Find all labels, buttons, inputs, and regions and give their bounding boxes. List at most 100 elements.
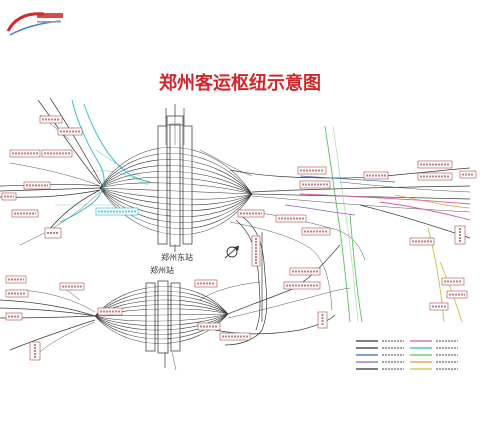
place-label-box — [454, 225, 466, 245]
east-hub-track — [99, 187, 253, 212]
place-label-box — [275, 214, 307, 223]
zhengzhou-east-hub-tracks — [99, 147, 253, 235]
place-label-box — [59, 282, 85, 291]
track-line — [19, 289, 96, 313]
place-label-box — [237, 209, 265, 218]
place-label-box — [57, 127, 83, 136]
colored-lines — [55, 99, 471, 323]
track-line — [37, 99, 101, 185]
logo-swoosh-blue — [9, 20, 61, 36]
east-hub-track — [99, 187, 253, 195]
track-line — [9, 162, 101, 187]
place-label-box — [459, 170, 477, 179]
place-label-box — [5, 275, 27, 284]
station-hall-block — [170, 282, 181, 352]
station-hall-block — [157, 280, 169, 354]
main-station-track — [94, 313, 229, 331]
magenta-line — [299, 193, 471, 205]
track-line — [339, 181, 471, 193]
track-line — [249, 211, 366, 261]
track-line — [359, 204, 471, 239]
east-hub-track — [99, 187, 253, 200]
east-hub-track — [99, 176, 253, 195]
station-hall-block — [157, 125, 168, 245]
place-label-box — [317, 311, 328, 329]
place-label-box — [41, 149, 73, 158]
station-hall-block — [182, 125, 193, 245]
green-line — [332, 125, 359, 323]
cyan-line — [91, 170, 149, 186]
track-line — [251, 185, 471, 193]
place-label-box — [39, 115, 63, 124]
legend — [356, 340, 458, 370]
place-label-box — [297, 166, 327, 175]
track-line — [235, 219, 261, 331]
cyan-line — [83, 103, 151, 183]
place-label-box — [289, 267, 321, 276]
magenta-line — [379, 201, 471, 221]
purple-line — [284, 204, 356, 216]
zhengzhou-east-station-building — [157, 115, 193, 247]
place-label-box — [197, 322, 221, 331]
place-label-box — [251, 235, 261, 267]
place-label-box — [429, 302, 449, 311]
east-hub-track — [99, 187, 253, 217]
place-label-box — [219, 332, 251, 341]
track-line — [251, 193, 471, 200]
yellow-line — [439, 261, 463, 323]
main-station-track — [94, 313, 229, 326]
page-title: 郑州客运枢纽示意图 — [159, 72, 321, 94]
station-hall-block — [169, 123, 181, 247]
cyan-line — [95, 149, 141, 177]
green-line — [324, 125, 351, 323]
place-label-box — [363, 171, 389, 180]
place-label-box — [446, 290, 468, 299]
track-line — [49, 97, 103, 186]
blue-line — [299, 175, 396, 183]
station-hall-block — [145, 282, 156, 352]
track-line — [0, 184, 101, 187]
place-label-box — [95, 207, 139, 216]
main-station-track — [94, 313, 229, 317]
logo-wordmark-shape — [37, 13, 63, 18]
east-hub-track — [99, 165, 253, 195]
track-line — [9, 319, 96, 351]
logo-sub-shape — [37, 21, 61, 23]
existing-lines — [0, 97, 471, 371]
place-label-box — [1, 192, 17, 201]
station-label-zhengzhou-east: 郑州东站 — [161, 252, 193, 262]
east-hub-track — [99, 159, 253, 195]
track-line — [214, 314, 336, 335]
place-label-box — [11, 209, 39, 218]
station-top-block — [166, 115, 184, 126]
north-arrow-icon — [224, 245, 240, 259]
main-station-track — [94, 290, 229, 317]
track-line — [224, 214, 268, 346]
track-line — [227, 244, 341, 315]
track-line — [19, 191, 101, 246]
track-line — [0, 299, 96, 317]
place-label-box — [441, 277, 465, 286]
main-station-track — [94, 286, 229, 317]
station-label-zhengzhou: 郑州站 — [150, 265, 174, 275]
place-label-box — [299, 180, 331, 189]
east-hub-track — [99, 187, 253, 223]
place-label-box — [194, 279, 218, 288]
zhengzhou-station-building — [145, 280, 181, 354]
track-line — [171, 351, 177, 371]
track-line — [251, 195, 471, 213]
east-hub-track — [99, 182, 253, 195]
green-line — [349, 213, 363, 323]
main-station-track — [94, 313, 229, 335]
place-label-box — [29, 341, 41, 361]
track-line — [199, 149, 253, 177]
track-line — [0, 307, 96, 317]
east-hub-track — [99, 147, 253, 195]
east-hub-track — [99, 187, 253, 229]
place-label-box — [417, 160, 453, 169]
track-line — [227, 287, 351, 319]
place-label-box — [409, 237, 435, 246]
place-label-box — [417, 172, 453, 181]
place-labels — [1, 115, 477, 361]
